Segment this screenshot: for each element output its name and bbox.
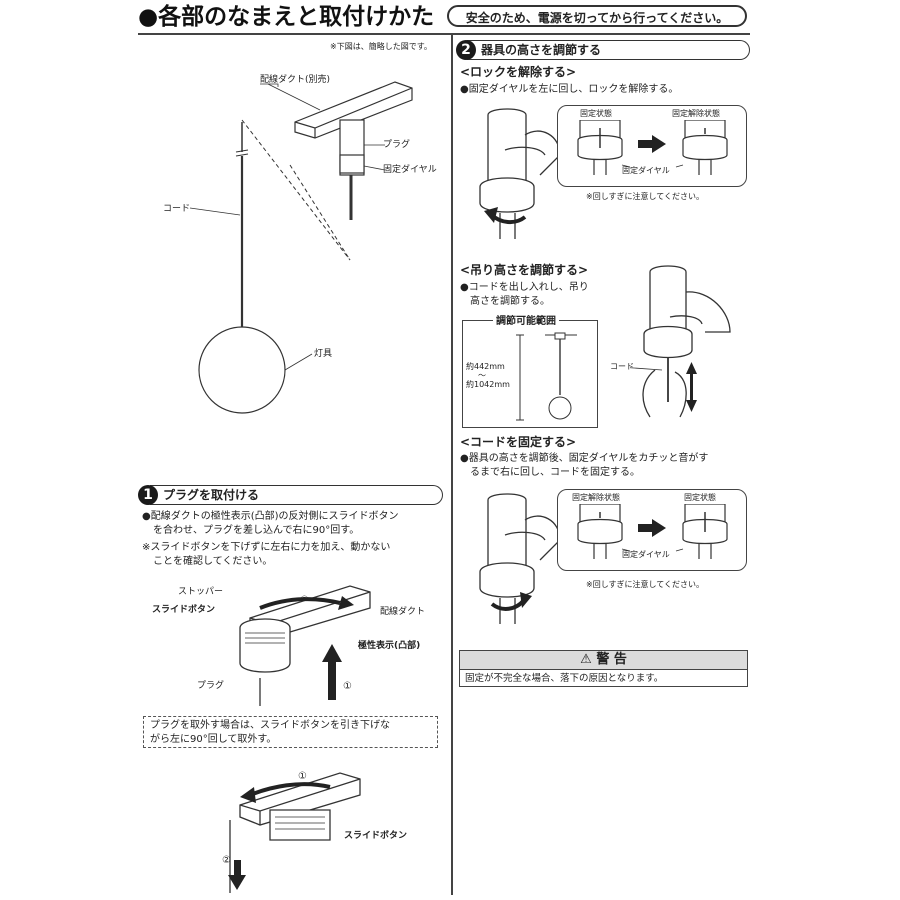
step2-title: 器具の高さを調節する xyxy=(481,43,602,57)
unlock-state-unlocked: 固定解除状態 xyxy=(672,109,720,118)
label-stopper: ストッパー xyxy=(178,587,224,597)
removal-mark-1: ① xyxy=(298,771,307,782)
removal-mark-2: ② xyxy=(222,855,231,866)
label-plug-step1: プラグ xyxy=(197,681,225,691)
height-heading: <吊り高さを調節する> xyxy=(460,263,589,277)
step1-install-diagram xyxy=(239,585,371,706)
fix-state-diagram xyxy=(577,504,728,559)
warning-box: ⚠ 警 告 固定が不完全な場合、落下の原因となります。 xyxy=(459,650,748,687)
fix-instruction-line2: るまで右に回し、コードを固定する。 xyxy=(470,467,640,478)
unlock-state-locked: 固定状態 xyxy=(580,109,612,118)
label-duct-optional: 配線ダクト(別売) xyxy=(260,75,331,85)
parts-diagram xyxy=(189,81,413,414)
mark-1: ① xyxy=(343,681,352,692)
removal-note-box xyxy=(143,716,438,748)
height-instruction-line1: ●コードを出し入れし、吊り xyxy=(460,282,589,293)
label-slide-button: スライドボタン xyxy=(152,605,216,615)
step1-instruction-line2: を合わせ、プラグを差し込んで右に90°回す。 xyxy=(153,525,360,536)
label-lamp: 灯具 xyxy=(314,349,333,359)
page-title: ●各部のなまえと取付けかた xyxy=(138,4,435,30)
range-title: 調節可能範囲 xyxy=(493,315,559,328)
warning-text: 固定が不完全な場合、落下の原因となります。 xyxy=(465,673,664,684)
fix-note: ※回しすぎに注意してください。 xyxy=(586,580,705,589)
label-cord: コード xyxy=(163,204,191,214)
step1-removal-diagram xyxy=(228,772,361,893)
diagram-note: ※下図は、簡略した図です。 xyxy=(330,42,432,51)
unlock-heading: <ロックを解除する> xyxy=(460,65,577,79)
height-hand-diagram xyxy=(630,265,731,418)
step1-caution-line2: ことを確認してください。 xyxy=(153,556,273,567)
fix-state-locked: 固定状態 xyxy=(684,493,716,502)
label-polarity-mark: 極性表示(凸部) xyxy=(358,641,421,651)
step1-caution-line1: ※スライドボタンを下げずに左右に力を加え、動かない xyxy=(142,542,391,553)
fix-hand-diagram xyxy=(479,493,560,624)
height-label-cord: コード xyxy=(610,362,634,371)
unlock-note: ※回しすぎに注意してください。 xyxy=(586,192,705,201)
range-tilde: 〜 xyxy=(478,371,486,380)
header-rule xyxy=(138,33,750,35)
label-fixing-dial: 固定ダイヤル xyxy=(383,165,437,175)
label-wiring-duct: 配線ダクト xyxy=(380,607,426,617)
step1-title: プラグを取付ける xyxy=(163,488,260,502)
warning-heading: ⚠ 警 告 xyxy=(460,651,747,670)
column-divider xyxy=(451,35,453,895)
step2-number: 2 xyxy=(456,40,476,60)
removal-note-line1: プラグを取外す場合は、スライドボタンを引き下げな xyxy=(150,720,390,731)
unlock-hand-diagram xyxy=(479,108,560,239)
range-max: 約1042mm xyxy=(466,380,510,389)
unlock-instruction: ●固定ダイヤルを左に回し、ロックを解除する。 xyxy=(460,84,679,95)
step2-header xyxy=(467,40,750,60)
step1-header xyxy=(150,485,443,505)
range-min: 約442mm xyxy=(466,362,505,371)
label-slide-button-removal: スライドボタン xyxy=(344,831,408,841)
removal-note-line2: がら左に90°回して取外す。 xyxy=(150,734,277,745)
label-plug: プラグ xyxy=(383,140,411,150)
fix-state-unlocked: 固定解除状態 xyxy=(572,493,620,502)
unlock-label-dial: 固定ダイヤル xyxy=(622,166,670,175)
fix-instruction-line1: ●器具の高さを調節後、固定ダイヤルをカチッと音がす xyxy=(460,453,709,464)
fix-heading: <コードを固定する> xyxy=(460,435,577,449)
step1-instruction-line1: ●配線ダクトの極性表示(凸部)の反対側にスライドボタン xyxy=(142,511,399,522)
height-instruction-line2: 高さを調節する。 xyxy=(470,296,550,307)
fix-label-dial: 固定ダイヤル xyxy=(622,550,670,559)
safety-note: 安全のため、電源を切ってから行ってください。 xyxy=(447,5,747,27)
unlock-state-diagram xyxy=(577,120,728,175)
range-diagram xyxy=(516,332,577,421)
step1-number: 1 xyxy=(138,485,158,505)
